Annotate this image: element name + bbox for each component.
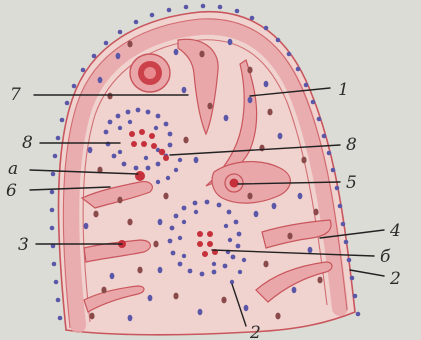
label-b: б bbox=[380, 247, 391, 267]
label-5: 5 bbox=[346, 173, 357, 193]
label-8-left: 8 bbox=[22, 133, 33, 153]
label-a: а bbox=[8, 159, 18, 179]
label-7: 7 bbox=[10, 85, 21, 105]
label-6: 6 bbox=[6, 181, 17, 201]
label-2-right: 2 bbox=[389, 269, 401, 289]
label-3: 3 bbox=[18, 235, 29, 255]
label-2-bottom: 2 bbox=[249, 323, 261, 340]
label-4: 4 bbox=[389, 221, 401, 241]
label-8-right: 8 bbox=[346, 135, 357, 155]
label-1: 1 bbox=[338, 80, 349, 100]
